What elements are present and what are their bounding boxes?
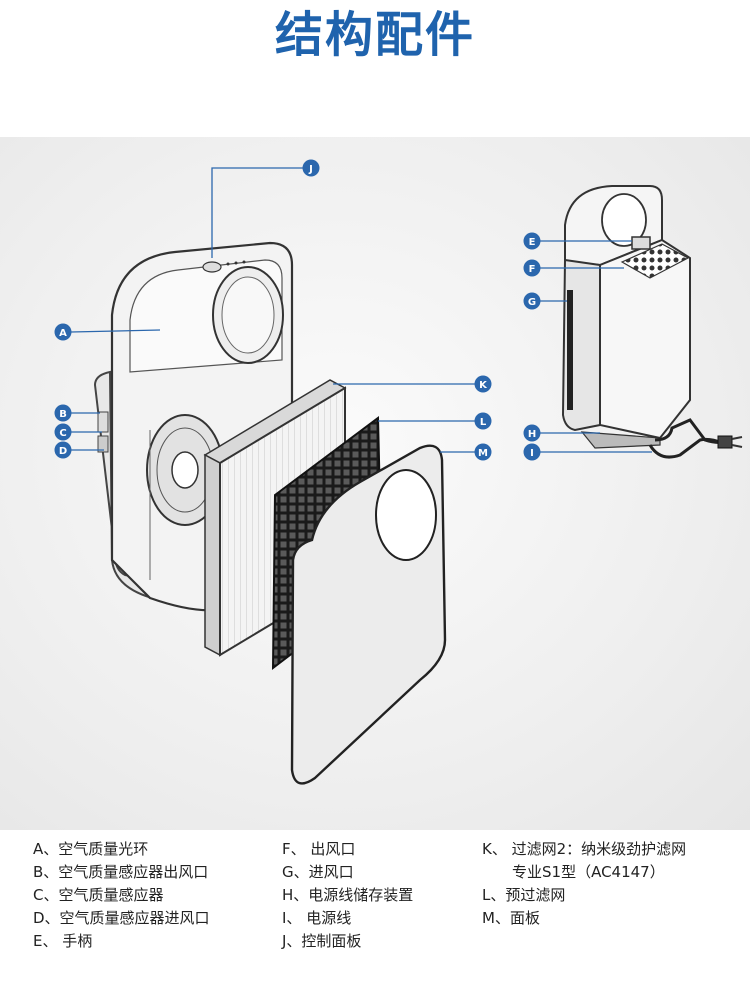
callout-d: D: [54, 441, 72, 459]
svg-text:L: L: [480, 417, 487, 428]
legend-column-2: F、 出风口 G、进风口 H、电源线储存装置 I、 电源线 J、控制面板: [282, 838, 413, 953]
svg-text:C: C: [59, 428, 66, 439]
legend-item-j: J、控制面板: [282, 932, 362, 950]
svg-text:E: E: [529, 237, 536, 248]
callout-g: G: [523, 292, 541, 310]
svg-text:D: D: [59, 446, 67, 457]
legend-item-b: B、空气质量感应器出风口: [33, 863, 209, 881]
legend-item-c: C、空气质量感应器: [33, 886, 164, 904]
callout-l: L: [474, 412, 492, 430]
svg-text:K: K: [479, 380, 488, 391]
leader-lines: [70, 167, 652, 453]
callout-i: I: [523, 443, 541, 461]
page-title: 结构配件: [274, 7, 475, 63]
legend-column-3: K、 过滤网2：纳米级劲护滤网 专业S1型（AC4147） L、预过滤网 M、面…: [482, 838, 742, 930]
svg-text:A: A: [59, 328, 67, 339]
svg-text:J: J: [308, 164, 313, 175]
exploded-diagram: J A B C D K L M E F G H I: [0, 137, 750, 830]
svg-text:I: I: [530, 448, 534, 459]
legend-item-f: F、 出风口: [282, 840, 356, 858]
legend-item-a: A、空气质量光环: [33, 840, 149, 858]
diagram-svg: J A B C D K L M E F G H I: [54, 159, 743, 785]
legend-item-l: L、预过滤网: [482, 886, 566, 904]
svg-text:H: H: [528, 429, 536, 440]
legend-item-i: I、 电源线: [282, 909, 352, 927]
legend-column-1: A、空气质量光环 B、空气质量感应器出风口 C、空气质量感应器 D、空气质量感应…: [33, 838, 210, 953]
callout-h: H: [523, 424, 541, 442]
callout-b: B: [54, 404, 72, 422]
legend-item-k: K、 过滤网2：纳米级劲护滤网: [482, 840, 687, 858]
legend-item-d: D、空气质量感应器进风口: [33, 909, 210, 927]
legend-item-g: G、进风口: [282, 863, 354, 881]
svg-text:F: F: [529, 264, 536, 275]
legend-item-e: E、 手柄: [33, 932, 93, 950]
front-panel: [290, 444, 447, 785]
legend-item-m: M、面板: [482, 909, 540, 927]
legend-item-k-model: 专业S1型（AC4147）: [512, 863, 665, 881]
callout-c: C: [54, 423, 72, 441]
svg-text:M: M: [478, 448, 488, 459]
callout-f: F: [523, 259, 541, 277]
callout-k: K: [474, 375, 492, 393]
parts-legend: A、空气质量光环 B、空气质量感应器出风口 C、空气质量感应器 D、空气质量感应…: [0, 838, 750, 981]
callout-m: M: [474, 443, 492, 461]
svg-text:G: G: [528, 297, 536, 308]
callout-a: A: [54, 323, 72, 341]
legend-item-h: H、电源线储存装置: [282, 886, 414, 904]
side-view-unit: [561, 185, 743, 459]
callout-e: E: [523, 232, 541, 250]
callout-j: J: [302, 159, 320, 177]
svg-text:B: B: [59, 409, 67, 420]
